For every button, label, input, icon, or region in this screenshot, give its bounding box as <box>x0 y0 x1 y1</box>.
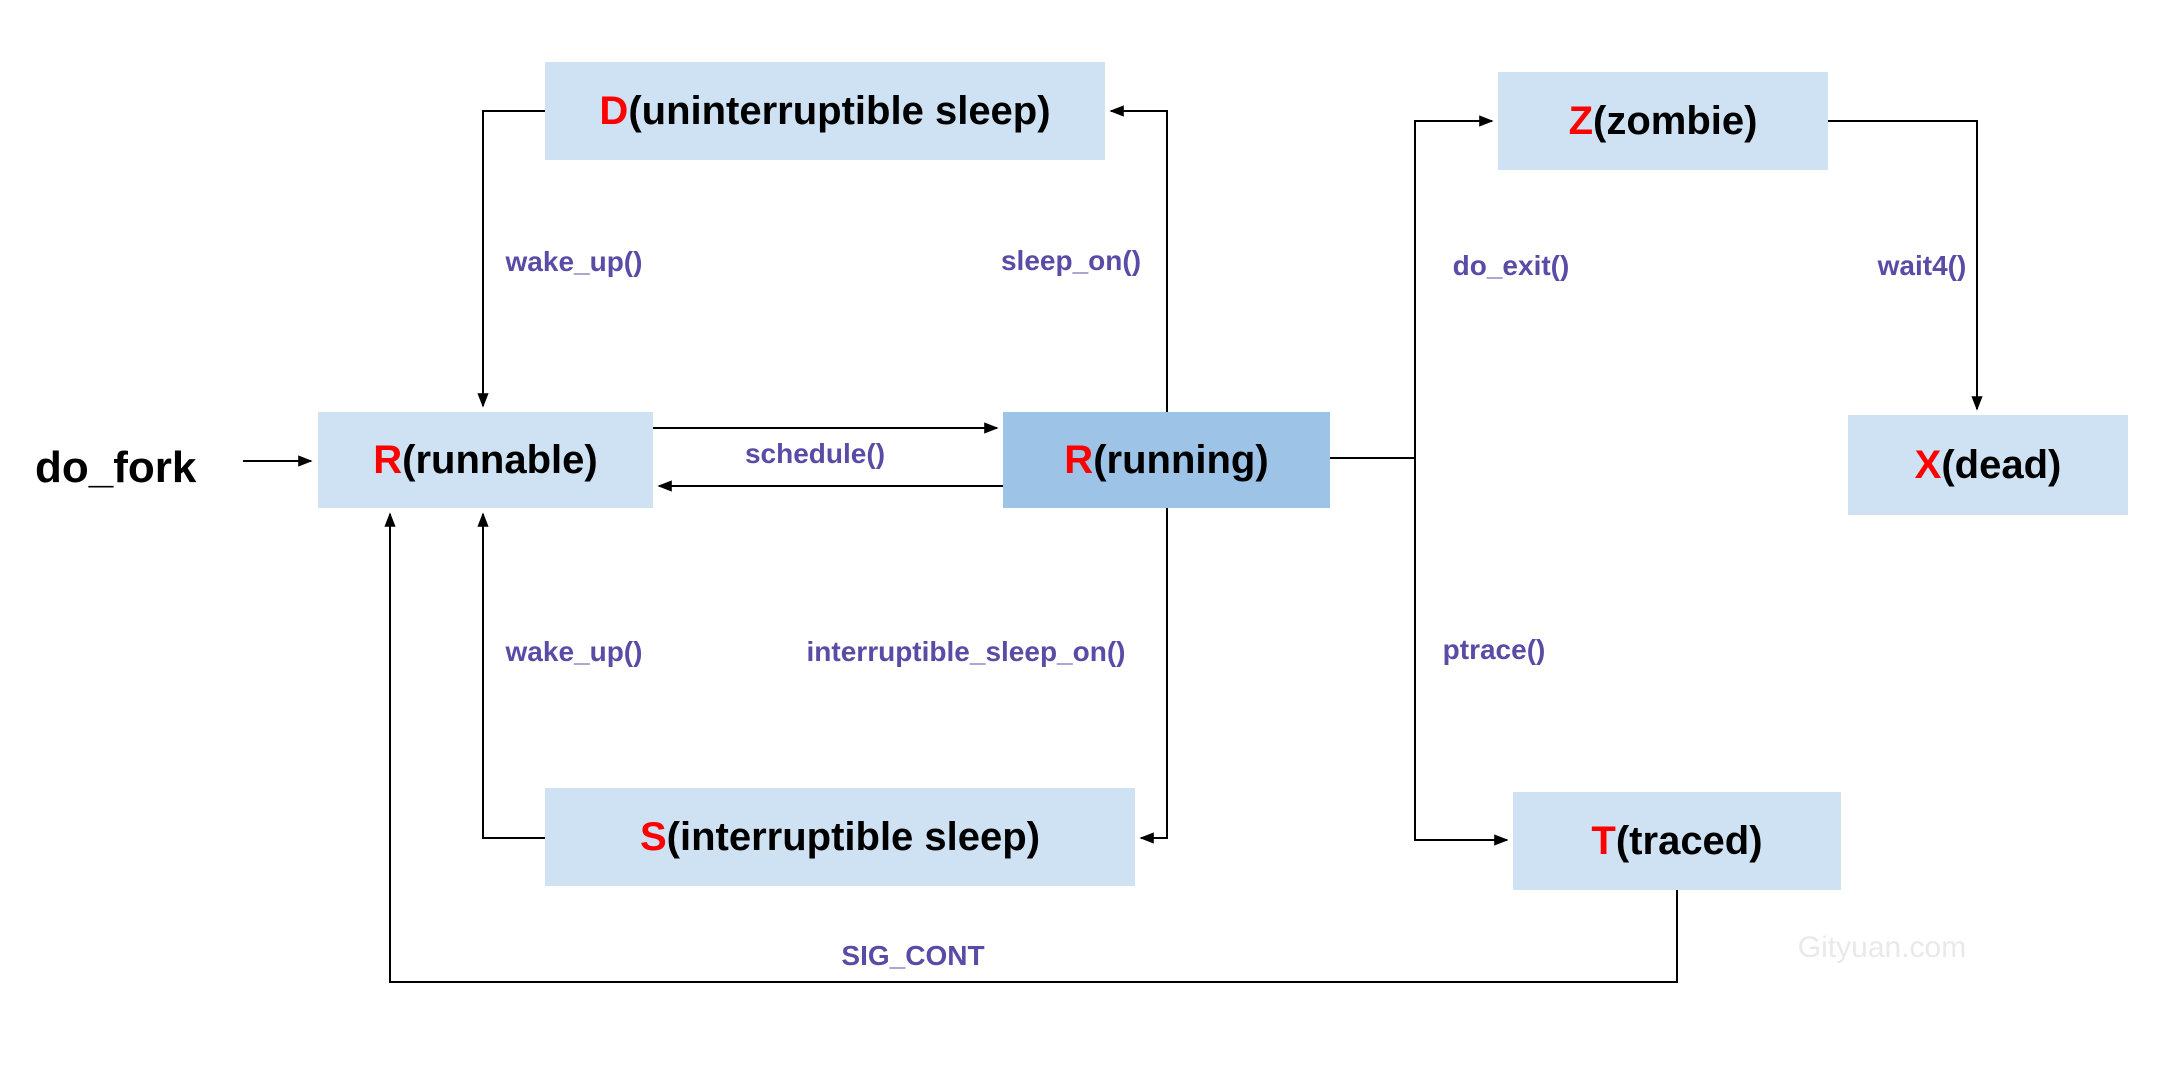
edge-ptrace <box>1414 458 1509 846</box>
watermark: Gityuan.com <box>1797 931 1967 964</box>
edge-label-schedule: schedule() <box>744 438 886 469</box>
state-box-uninterruptible-sleep: D(uninterruptible sleep) <box>545 62 1105 160</box>
edge-do-exit <box>1414 115 1494 458</box>
state-text-t: (traced) <box>1615 819 1763 863</box>
state-text-running: (running) <box>1093 438 1269 482</box>
edge-label-wake-up-lower: wake_up() <box>505 636 643 667</box>
edge-interruptible-sleep-on <box>1139 508 1168 844</box>
state-text-x: (dead) <box>1941 443 2062 487</box>
edge-label-ptrace: ptrace() <box>1442 634 1546 665</box>
state-box-interruptible-sleep: S(interruptible sleep) <box>545 788 1135 886</box>
edge-sleep-on <box>1109 105 1168 412</box>
edge-sig-cont <box>384 512 1678 983</box>
state-letter-running: R <box>1064 438 1094 482</box>
state-box-dead: X(dead) <box>1848 415 2128 515</box>
state-letter-z: Z <box>1568 99 1593 143</box>
edge-wake-up-lower <box>477 512 545 839</box>
state-letter-d: D <box>599 89 629 133</box>
state-letter-t: T <box>1591 819 1616 863</box>
edge-wait4 <box>1828 120 1983 411</box>
state-box-zombie: Z(zombie) <box>1498 72 1828 170</box>
do-fork-label: do_fork <box>35 443 197 492</box>
state-letter-x: X <box>1914 443 1942 487</box>
state-text-s: (interruptible sleep) <box>666 815 1041 859</box>
edge-label-interruptible-sleep-on: interruptible_sleep_on() <box>806 636 1126 667</box>
edge-label-do-exit: do_exit() <box>1452 250 1570 281</box>
state-letter-s: S <box>639 815 667 859</box>
edge-label-sig-cont: SIG_CONT <box>841 940 985 971</box>
state-text-runnable: (runnable) <box>402 438 598 482</box>
state-text-d: (uninterruptible sleep) <box>628 89 1051 133</box>
edge-wake-up-upper <box>477 110 545 408</box>
state-text-z: (zombie) <box>1593 99 1758 143</box>
edge-label-wake-up-upper: wake_up() <box>505 246 643 277</box>
edge-label-wait4: wait4() <box>1877 250 1967 281</box>
state-letter-runnable: R <box>373 438 403 482</box>
state-box-traced: T(traced) <box>1513 792 1841 890</box>
edge-label-sleep-on: sleep_on() <box>1000 245 1142 276</box>
state-box-running: R(running) <box>1003 412 1330 508</box>
state-box-runnable: R(runnable) <box>318 412 653 508</box>
